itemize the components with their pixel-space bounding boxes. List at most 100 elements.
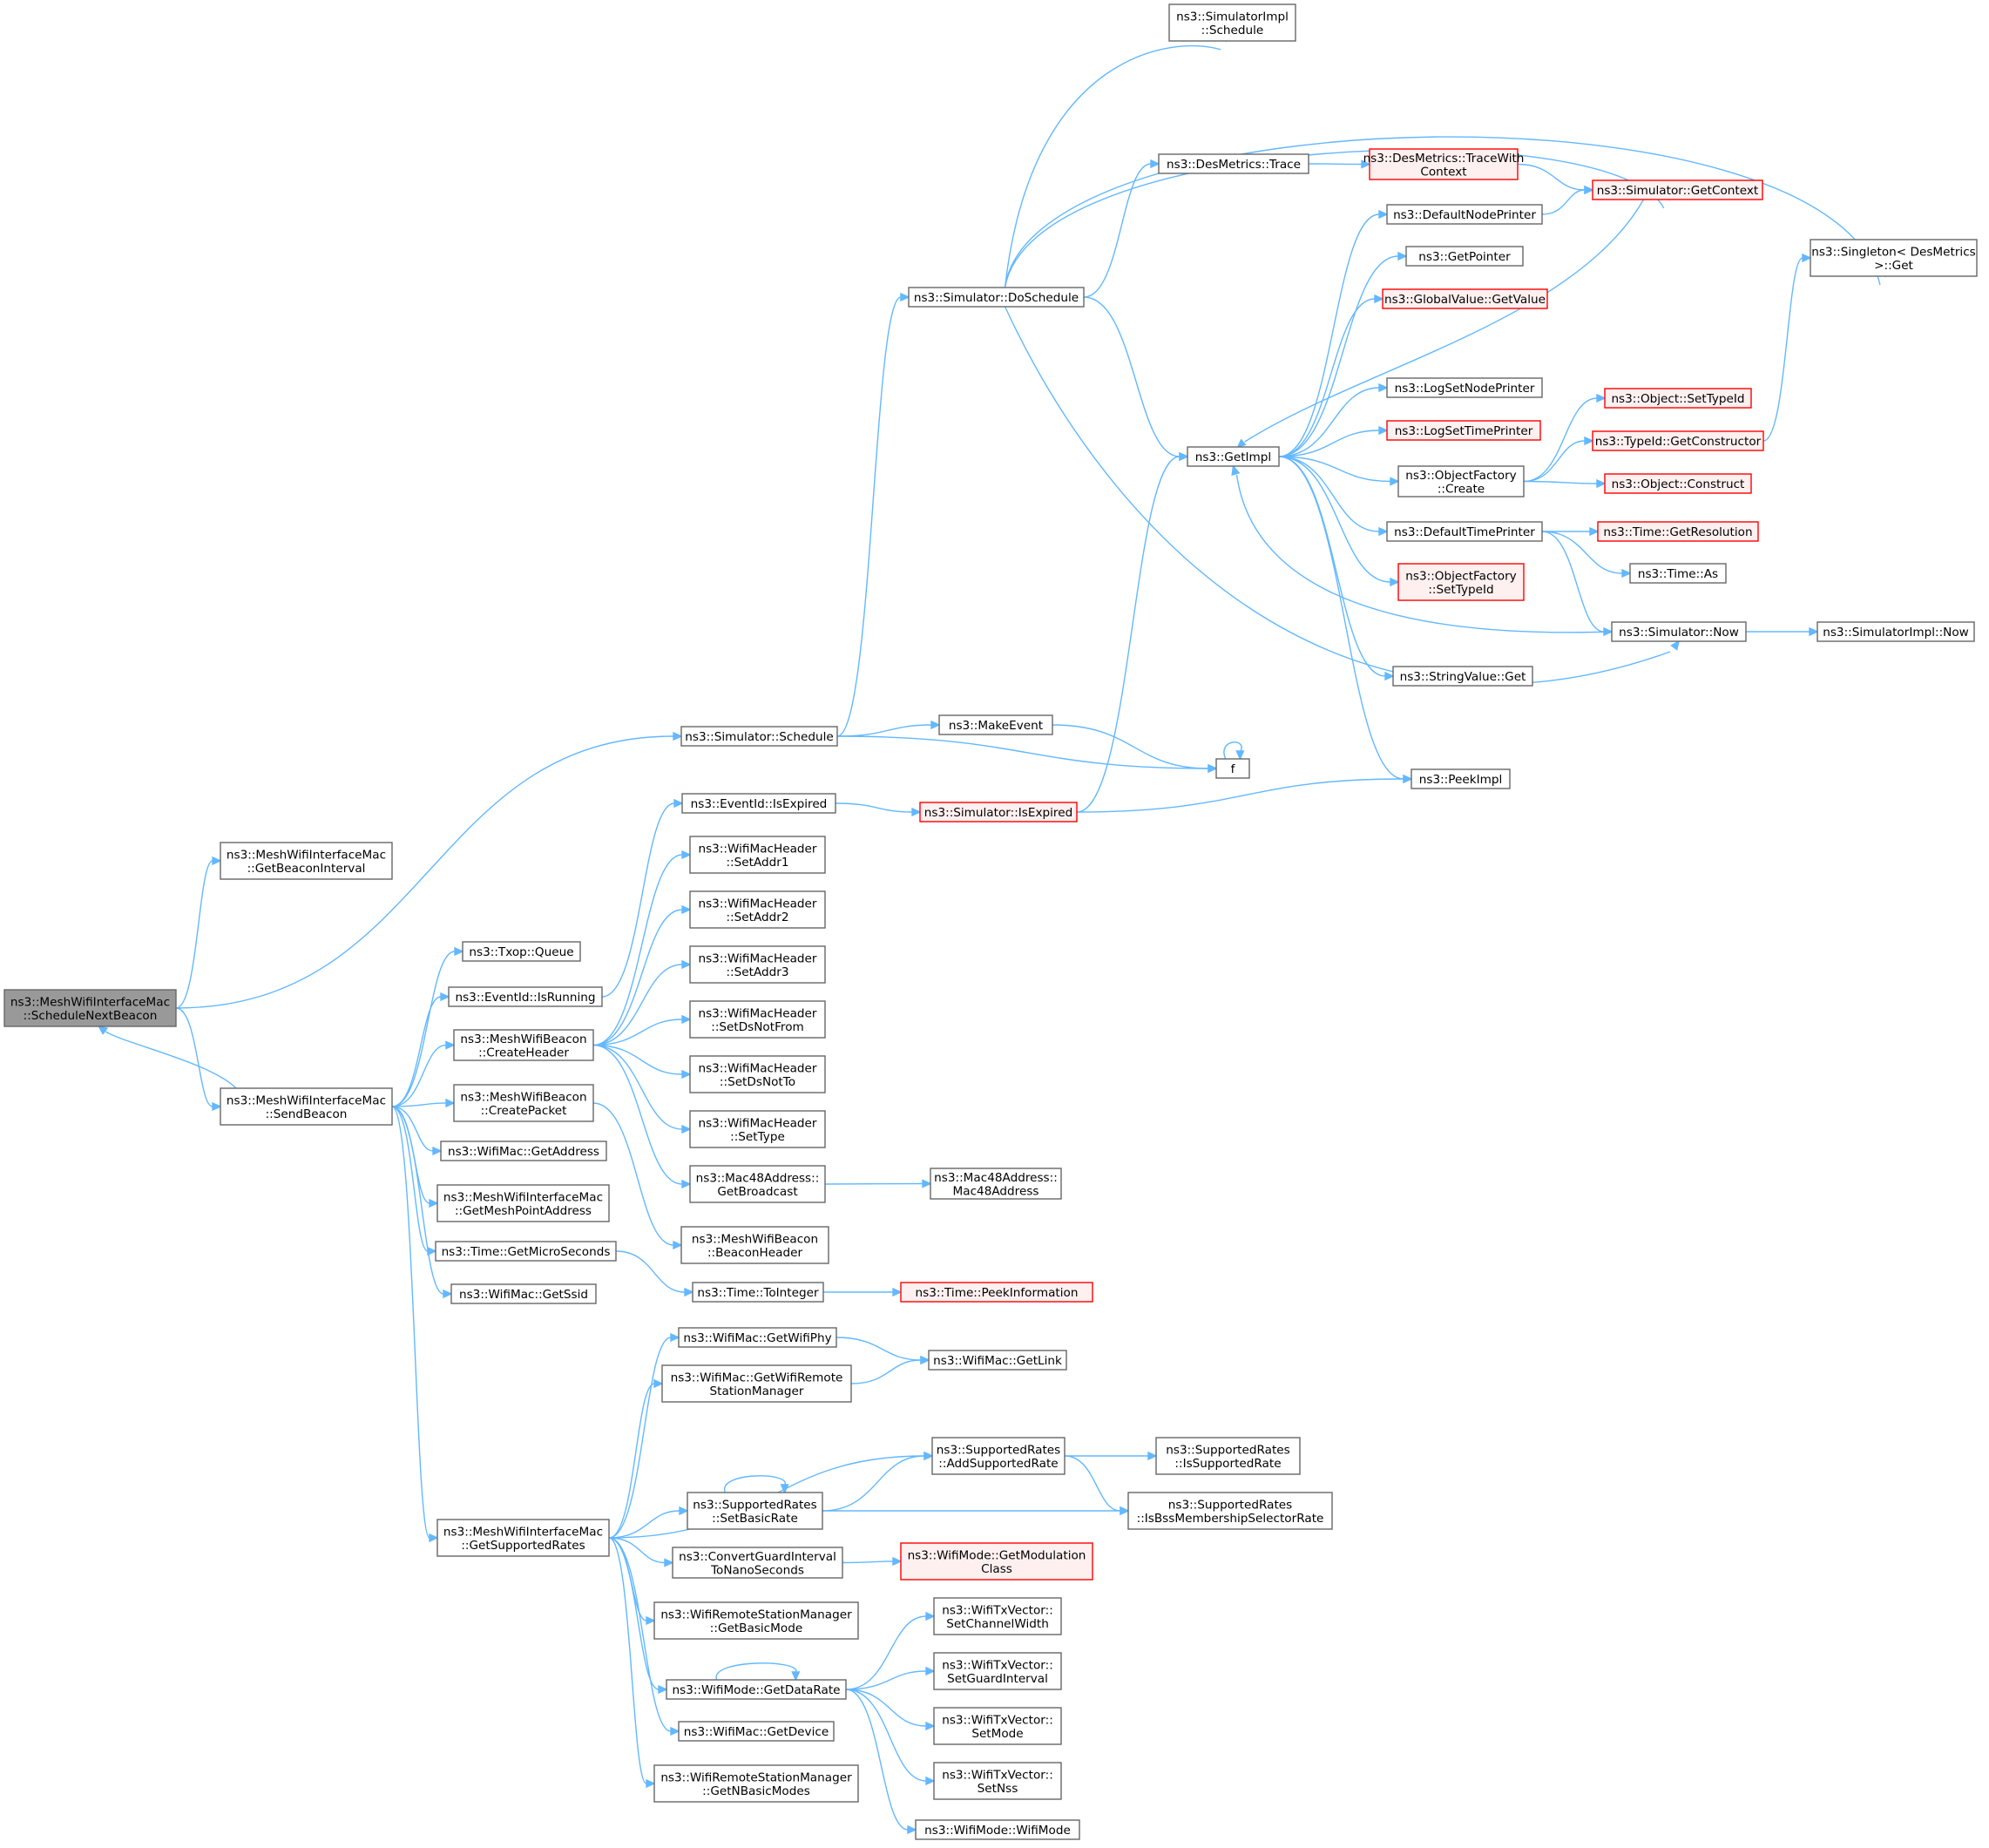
node-time-get-resolution[interactable]: ns3::Time::GetResolution <box>1597 521 1759 542</box>
node-get-nbasic-modes[interactable]: ns3::WifiRemoteStationManager::GetNBasic… <box>653 1764 859 1803</box>
node-simulator-impl-now[interactable]: ns3::SimulatorImpl::Now <box>1816 621 1975 642</box>
node-get-mesh-point-address[interactable]: ns3::MeshWifiInterfaceMac::GetMeshPointA… <box>436 1184 610 1222</box>
edge-set-basic-rate-to-add-supported-rate <box>822 1451 934 1512</box>
node-set-basic-rate[interactable]: ns3::SupportedRates::SetBasicRate <box>687 1492 823 1530</box>
node-set-addr1[interactable]: ns3::WifiMacHeader::SetAddr1 <box>689 836 826 874</box>
edge-send-beacon-to-create-packet <box>391 1098 456 1108</box>
node-get-beacon-interval[interactable]: ns3::MeshWifiInterfaceMac::GetBeaconInte… <box>220 842 393 880</box>
node-default-time-printer[interactable]: ns3::DefaultTimePrinter <box>1386 521 1543 542</box>
node-sim-schedule[interactable]: ns3::Simulator::Schedule <box>680 726 838 747</box>
node-beacon-header[interactable]: ns3::MeshWifiBeacon::BeaconHeader <box>680 1226 829 1264</box>
node-label-line: ns3::Txop::Queue <box>469 945 573 959</box>
node-object-set-type-id[interactable]: ns3::Object::SetTypeId <box>1604 388 1752 409</box>
node-get-impl[interactable]: ns3::GetImpl <box>1187 446 1280 467</box>
node-get-wifi-phy[interactable]: ns3::WifiMac::GetWifiPhy <box>678 1327 837 1348</box>
node-wifi-mac-get-ssid[interactable]: ns3::WifiMac::GetSsid <box>450 1283 597 1304</box>
node-wifi-mac-get-device[interactable]: ns3::WifiMac::GetDevice <box>678 1721 835 1742</box>
node-set-channel-width[interactable]: ns3::WifiTxVector::SetChannelWidth <box>933 1597 1062 1635</box>
node-time-peek-information[interactable]: ns3::Time::PeekInformation <box>900 1282 1093 1303</box>
node-mac48-address[interactable]: ns3::Mac48Address::Mac48Address <box>930 1168 1062 1200</box>
node-object-factory-create[interactable]: ns3::ObjectFactory::Create <box>1397 465 1525 498</box>
node-get-context[interactable]: ns3::Simulator::GetContext <box>1592 179 1763 200</box>
node-log-set-time-printer[interactable]: ns3::LogSetTimePrinter <box>1386 420 1541 441</box>
node-object-construct[interactable]: ns3::Object::Construct <box>1604 473 1752 494</box>
edge-get-data-rate-to-set-mode <box>845 1689 936 1731</box>
node-string-value-get[interactable]: ns3::StringValue::Get <box>1392 666 1533 687</box>
node-schedule-next-beacon[interactable]: ns3::MeshWifiInterfaceMac::ScheduleNextB… <box>3 989 177 1027</box>
edge-default-time-printer-to-simulator-now <box>1541 531 1614 637</box>
node-add-supported-rate[interactable]: ns3::SupportedRates::AddSupportedRate <box>931 1437 1066 1475</box>
node-label-line: ns3::Singleton< DesMetrics <box>1811 245 1976 259</box>
node-get-broadcast[interactable]: ns3::Mac48Address::GetBroadcast <box>689 1165 826 1203</box>
node-txop-queue[interactable]: ns3::Txop::Queue <box>462 941 581 962</box>
node-set-addr3[interactable]: ns3::WifiMacHeader::SetAddr3 <box>689 945 826 984</box>
node-label-line: ns3::MeshWifiBeacon <box>460 1032 586 1046</box>
node-get-wifi-remote-station-manager[interactable]: ns3::WifiMac::GetWifiRemoteStationManage… <box>661 1364 852 1403</box>
node-wifi-mac-get-address[interactable]: ns3::WifiMac::GetAddress <box>440 1141 607 1161</box>
node-simulator-impl-schedule[interactable]: ns3::SimulatorImpl::Schedule <box>1168 3 1296 42</box>
node-log-set-node-printer[interactable]: ns3::LogSetNodePrinter <box>1386 377 1543 398</box>
node-get-basic-mode[interactable]: ns3::WifiRemoteStationManager::GetBasicM… <box>653 1601 859 1640</box>
node-box <box>680 726 838 747</box>
node-get-data-rate[interactable]: ns3::WifiMode::GetDataRate <box>666 1679 847 1700</box>
node-box <box>450 1283 597 1304</box>
node-f[interactable]: f <box>1215 758 1250 779</box>
node-global-value-get-value[interactable]: ns3::GlobalValue::GetValue <box>1382 288 1548 309</box>
node-label-line: ::SetTypeId <box>1428 583 1493 597</box>
node-label-line: ::SendBeacon <box>266 1107 348 1121</box>
edge-create-header-to-get-broadcast <box>592 1044 692 1189</box>
node-is-supported-rate[interactable]: ns3::SupportedRates::IsSupportedRate <box>1155 1437 1301 1475</box>
edge-simulator-is-expired-to-peek-impl <box>1076 774 1413 813</box>
edge-convert-guard-interval-to-get-modulation-class <box>842 1556 903 1567</box>
node-time-as[interactable]: ns3::Time::As <box>1629 563 1727 584</box>
node-label-line: ::AddSupportedRate <box>938 1457 1058 1471</box>
node-box <box>1168 3 1296 42</box>
node-set-addr2[interactable]: ns3::WifiMacHeader::SetAddr2 <box>689 890 826 929</box>
node-event-id-is-expired[interactable]: ns3::EventId::IsExpired <box>681 793 836 814</box>
node-set-type[interactable]: ns3::WifiMacHeader::SetType <box>689 1110 826 1148</box>
edge-get-context-to-get-impl <box>1236 199 1645 449</box>
node-box <box>919 802 1078 822</box>
node-box <box>3 989 177 1027</box>
node-singleton-get[interactable]: ns3::Singleton< DesMetrics>::Get <box>1810 239 1978 277</box>
edge-simulator-is-expired-to-get-impl <box>1076 451 1189 813</box>
node-peek-impl[interactable]: ns3::PeekImpl <box>1411 768 1511 789</box>
node-label-line: ns3::WifiMac::GetWifiRemote <box>671 1371 843 1384</box>
node-des-metrics-trace[interactable]: ns3::DesMetrics::Trace <box>1158 153 1309 174</box>
node-get-supported-rates[interactable]: ns3::MeshWifiInterfaceMac::GetSupportedR… <box>436 1519 610 1557</box>
node-get-link[interactable]: ns3::WifiMac::GetLink <box>928 1350 1067 1371</box>
node-type-id-get-constructor[interactable]: ns3::TypeId::GetConstructor <box>1592 430 1764 451</box>
node-box <box>931 1437 1066 1475</box>
node-get-micro-seconds[interactable]: ns3::Time::GetMicroSeconds <box>435 1241 617 1262</box>
node-wifi-mode-wifi-mode[interactable]: ns3::WifiMode::WifiMode <box>915 1819 1080 1840</box>
node-make-event[interactable]: ns3::MakeEvent <box>938 714 1053 735</box>
node-simulator-now[interactable]: ns3::Simulator::Now <box>1611 621 1747 642</box>
node-event-id-is-running[interactable]: ns3::EventId::IsRunning <box>448 986 603 1007</box>
node-simulator-is-expired[interactable]: ns3::Simulator::IsExpired <box>919 802 1078 822</box>
node-create-packet[interactable]: ns3::MeshWifiBeacon::CreatePacket <box>453 1084 594 1122</box>
node-set-ds-not-from[interactable]: ns3::WifiMacHeader::SetDsNotFrom <box>689 1000 826 1039</box>
node-set-guard-interval[interactable]: ns3::WifiTxVector::SetGuardInterval <box>933 1652 1062 1690</box>
node-label-line: ::GetSupportedRates <box>461 1539 585 1553</box>
edge-get-impl-to-default-node-printer <box>1278 209 1389 457</box>
edge-set-basic-rate-to-is-bss-membership-selector-rate <box>822 1506 1130 1516</box>
node-get-pointer[interactable]: ns3::GetPointer <box>1405 246 1524 267</box>
node-set-ds-not-to[interactable]: ns3::WifiMacHeader::SetDsNotTo <box>689 1055 826 1093</box>
node-object-factory-set-type-id[interactable]: ns3::ObjectFactory::SetTypeId <box>1397 563 1525 601</box>
node-send-beacon[interactable]: ns3::MeshWifiInterfaceMac::SendBeacon <box>220 1087 393 1126</box>
node-set-nss[interactable]: ns3::WifiTxVector::SetNss <box>933 1762 1062 1800</box>
node-default-node-printer[interactable]: ns3::DefaultNodePrinter <box>1386 204 1543 225</box>
node-time-to-integer[interactable]: ns3::Time::ToInteger <box>692 1282 824 1303</box>
node-label-line: ns3::WifiTxVector:: <box>942 1713 1053 1727</box>
node-is-bss-membership-selector-rate[interactable]: ns3::SupportedRates::IsBssMembershipSele… <box>1127 1492 1333 1530</box>
edge-create-header-to-set-addr3 <box>592 959 692 1046</box>
node-create-header[interactable]: ns3::MeshWifiBeacon::CreateHeader <box>453 1029 594 1061</box>
node-box <box>1397 465 1525 498</box>
node-label-line: ns3::LogSetNodePrinter <box>1395 382 1535 396</box>
node-do-schedule[interactable]: ns3::Simulator::DoSchedule <box>908 287 1085 308</box>
node-set-mode[interactable]: ns3::WifiTxVector::SetMode <box>933 1707 1062 1745</box>
node-label-line: GetBroadcast <box>717 1185 797 1199</box>
